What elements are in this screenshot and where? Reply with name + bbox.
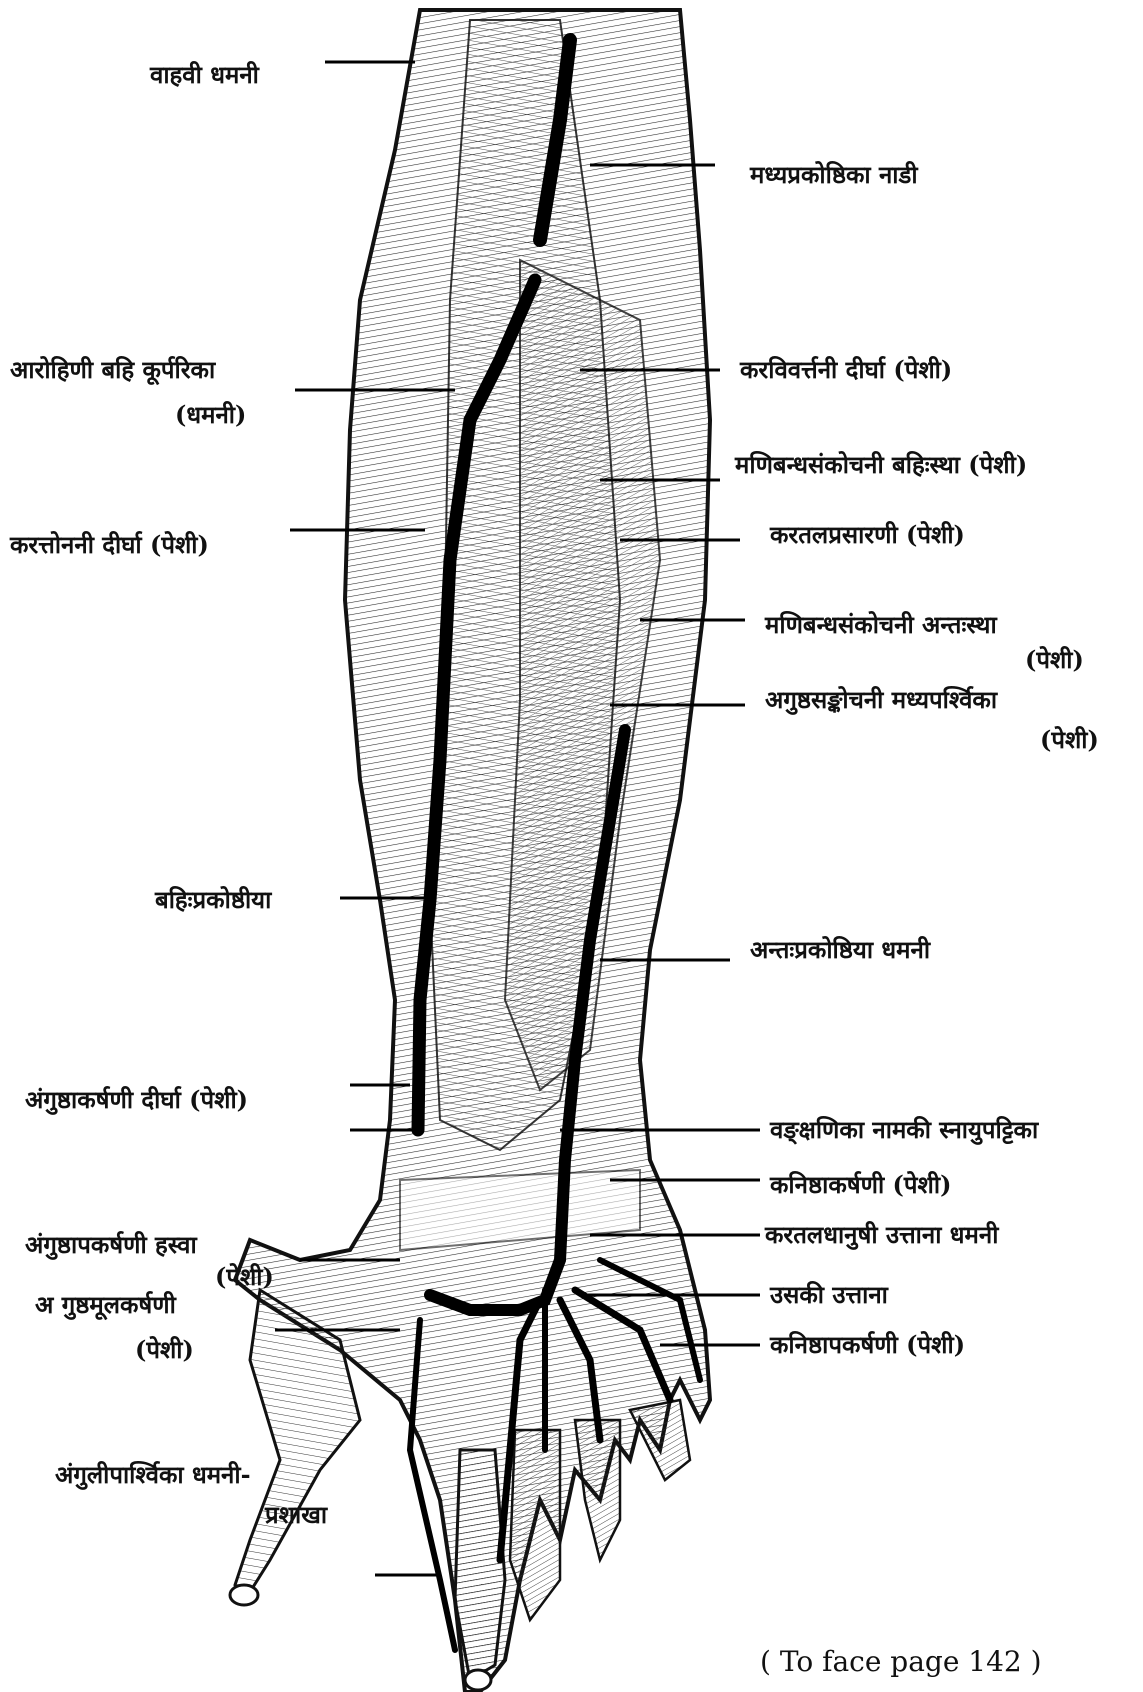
forearm-outline: [230, 10, 710, 1692]
label-superficial-palmar-arch: करतलधानुषी उत्ताना धमनी: [765, 1220, 998, 1250]
label-abductor-pollicis-brevis-2: (पेशी): [215, 1262, 274, 1292]
label-digital-artery-2: प्रशाखा: [265, 1500, 327, 1530]
label-flexor-retinaculum: वङ्क्षणिका नामकी स्नायुपट्टिका: [770, 1115, 1038, 1145]
label-radial-artery: बहिःप्रकोष्ठीया: [155, 885, 271, 915]
label-brachial-artery: वाहवी धमनी: [150, 60, 259, 90]
label-pronator-teres: करविवर्त्तनी दीर्घा (पेशी): [740, 355, 952, 385]
label-digital-artery: अंगुलीपार्श्विका धमनी-: [55, 1460, 251, 1490]
label-median-nerve: मध्यप्रकोष्ठिका नाडी: [750, 160, 918, 190]
label-adductor-pollicis: अ गुष्ठमूलकर्षणी: [35, 1290, 176, 1320]
label-radial-recurrent-artery-2: (धमनी): [175, 400, 246, 430]
label-flexor-carpi-ulnaris-2: (पेशी): [1025, 645, 1084, 675]
label-abductor-pollicis-brevis: अंगुष्ठापकर्षणी हस्वा: [25, 1230, 197, 1260]
label-flexor-carpi-radialis: मणिबन्धसंकोचनी बहिःस्था (पेशी): [735, 450, 1027, 480]
plate-caption: ( To face page 142 ): [760, 1645, 1042, 1678]
label-radial-recurrent-artery: आरोहिणी बहि कूर्परिका: [10, 355, 215, 385]
label-abductor-digiti-minimi: कनिष्ठाकर्षणी (पेशी): [770, 1170, 951, 1200]
label-flexor-digiti-minimi: कनिष्ठापकर्षणी (पेशी): [770, 1330, 965, 1360]
label-adductor-pollicis-2: (पेशी): [135, 1335, 194, 1365]
label-palmaris-longus: करतलप्रसारणी (पेशी): [770, 520, 965, 550]
label-flexor-digitorum-superficialis: अगुष्ठसङ्कोचनी मध्यपर्श्विका: [765, 685, 997, 715]
label-ulnar-artery: अन्तःप्रकोष्ठिया धमनी: [750, 935, 930, 965]
label-flexor-carpi-ulnaris: मणिबन्धसंकोचनी अन्तःस्था: [765, 610, 997, 640]
label-flexor-digitorum-superficialis-2: (पेशी): [1040, 725, 1099, 755]
label-abductor-pollicis-longus: अंगुष्ठाकर्षणी दीर्घा (पेशी): [25, 1085, 248, 1115]
label-brachioradialis: करत्तोननी दीर्घा (पेशी): [10, 530, 209, 560]
label-superficial-branch: उसकी उत्ताना: [770, 1280, 888, 1310]
